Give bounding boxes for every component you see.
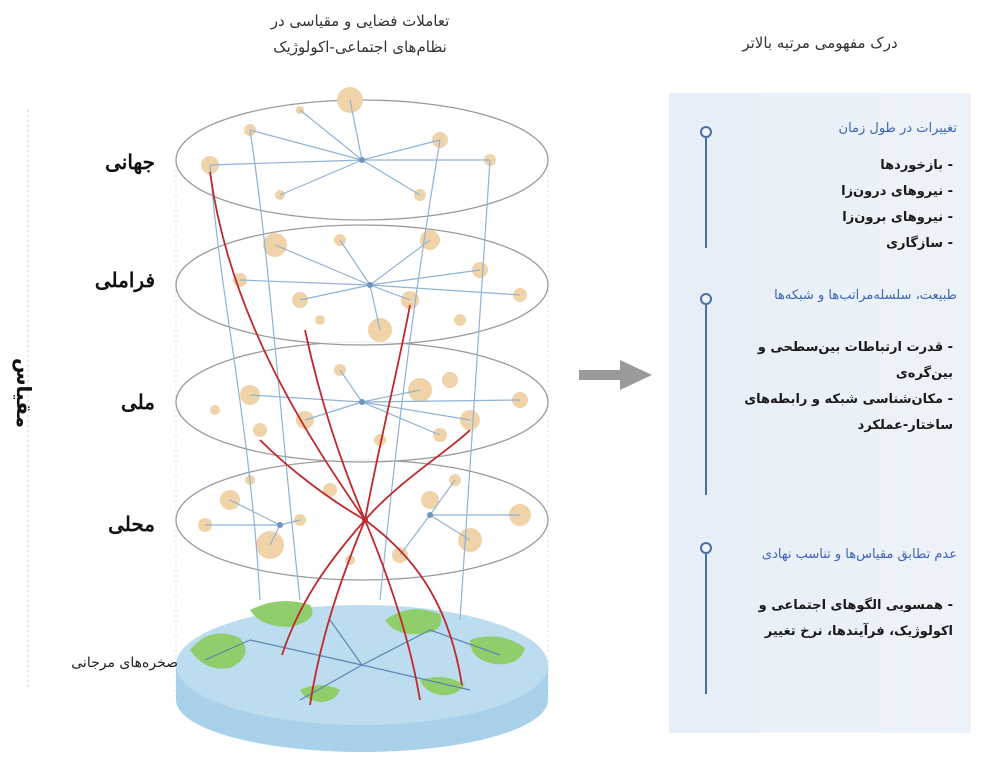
disc-global bbox=[175, 87, 549, 221]
left-title-line1: تعاملات فضایی و مقیاسی در bbox=[270, 12, 450, 30]
left-title-line2: نظام‌های اجتماعی-اکولوژیک bbox=[273, 38, 447, 56]
coral-reef-label: صخره‌های مرجانی bbox=[71, 655, 178, 671]
concept-panel: تغییرات در طول زمان - بازخوردها - نیروها… bbox=[669, 93, 971, 733]
timeline-line bbox=[705, 554, 707, 694]
level-label-local: محلی bbox=[108, 512, 155, 536]
timeline-dot-icon bbox=[700, 542, 712, 554]
red-links bbox=[209, 171, 471, 706]
left-title: تعاملات فضایی و مقیاسی در نظام‌های اجتما… bbox=[195, 8, 525, 60]
list-item: - همسویی الگوهای اجتماعی و bbox=[758, 598, 953, 613]
scale-axis-label: مقیاس bbox=[12, 357, 36, 428]
list-item: - بازخوردها bbox=[880, 158, 953, 173]
reef-patch bbox=[250, 601, 313, 627]
list-item: - نیروهای برون‌زا bbox=[842, 210, 953, 225]
reef-patch bbox=[470, 636, 525, 665]
timeline-line bbox=[705, 305, 707, 495]
timeline-dot-icon bbox=[700, 126, 712, 138]
list-item: - سازگاری bbox=[886, 236, 953, 251]
section-title-mismatch: عدم تطابق مقیاس‌ها و تناسب نهادی bbox=[761, 547, 957, 562]
list-item: - نیروهای درون‌زا bbox=[841, 184, 953, 199]
right-title: درک مفهومی مرتبه بالاتر bbox=[742, 34, 898, 52]
section-body-hierarchies: - قدرت ارتباطات بین‌سطحی و بین‌گره‌ی - م… bbox=[708, 335, 953, 439]
section-title-changes: تغییرات در طول زمان bbox=[838, 121, 957, 136]
list-item: - قدرت ارتباطات بین‌سطحی و bbox=[757, 340, 953, 355]
list-item: اکولوژیک، فرآیندها، نرخ تغییر bbox=[764, 624, 953, 639]
list-item: ساختار-عملکرد bbox=[857, 418, 953, 433]
timeline-line bbox=[705, 138, 707, 248]
level-label-global: جهانی bbox=[105, 150, 155, 174]
hub-nodes bbox=[277, 157, 433, 528]
section-body-changes: - بازخوردها - نیروهای درون‌زا - نیروهای … bbox=[708, 153, 953, 257]
list-item: - مکان‌شناسی شبکه و رابطه‌های bbox=[744, 392, 953, 407]
red-hub-node bbox=[362, 517, 368, 523]
list-item: بین‌گره‌ی bbox=[895, 366, 953, 381]
reef-patch bbox=[190, 633, 246, 669]
coral-reef-base bbox=[176, 601, 548, 752]
level-label-transnational: فراملی bbox=[94, 268, 155, 292]
right-arrow-icon bbox=[579, 360, 652, 390]
section-title-hierarchies: طبیعت، سلسله‌مراتب‌ها و شبکه‌ها bbox=[774, 288, 957, 303]
level-label-national: ملی bbox=[120, 390, 155, 414]
section-body-mismatch: - همسویی الگوهای اجتماعی و اکولوژیک، فرآ… bbox=[708, 593, 953, 645]
timeline-dot-icon bbox=[700, 293, 712, 305]
reef-patch bbox=[300, 685, 340, 702]
